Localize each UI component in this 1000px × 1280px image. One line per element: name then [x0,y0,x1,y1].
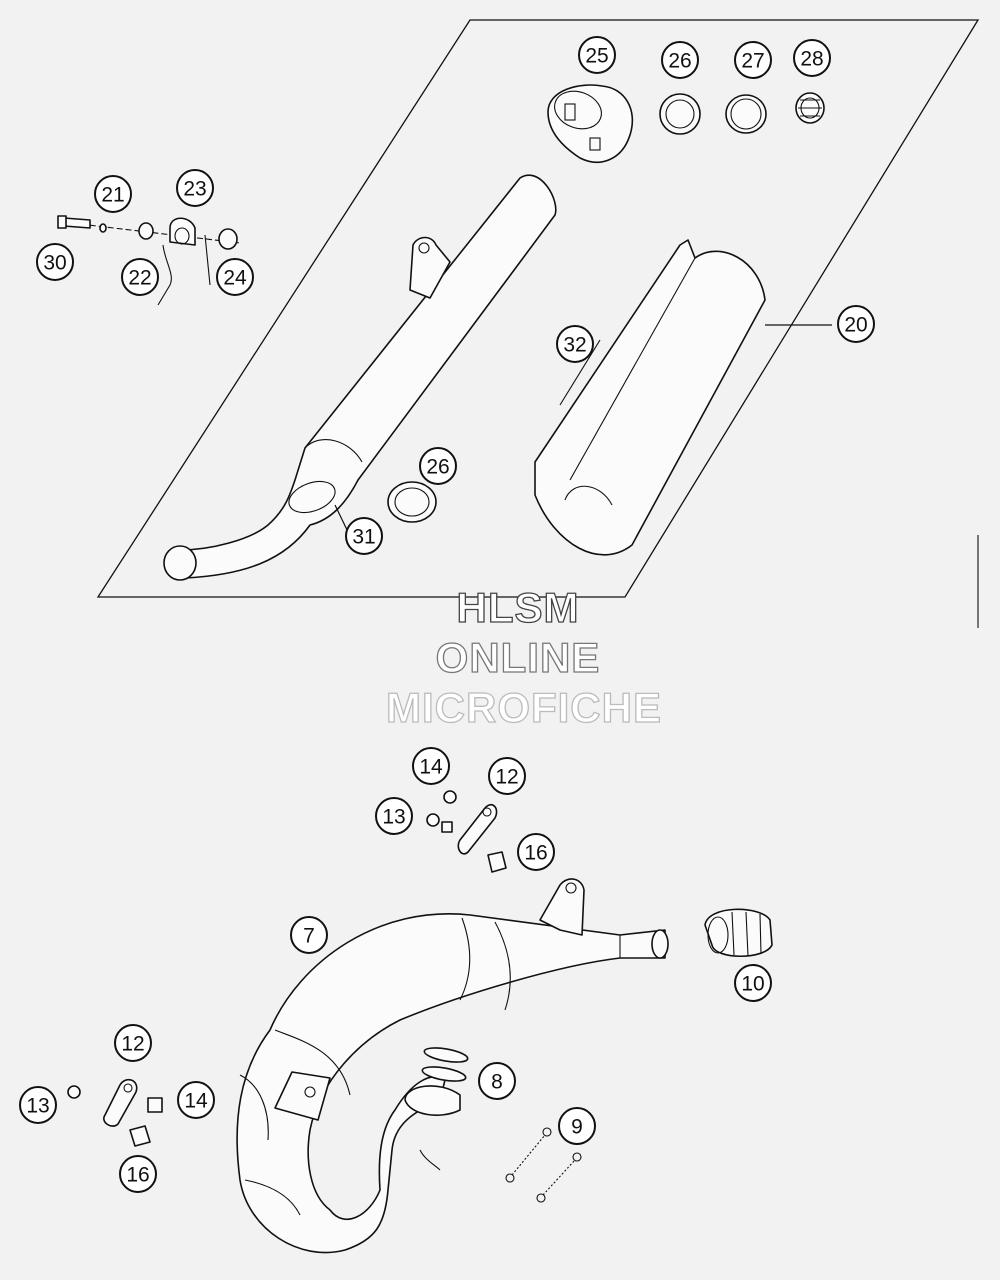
callout-label: 21 [101,184,124,207]
callout-label: 22 [128,267,151,290]
callout-13-lower[interactable]: 13 [19,1086,57,1124]
callout-26-top[interactable]: 26 [661,41,699,79]
callout-21[interactable]: 21 [94,175,132,213]
callout-25[interactable]: 25 [578,36,616,74]
silencer-part-31[interactable] [163,174,557,581]
callout-label: 32 [563,334,586,357]
callout-label: 13 [382,806,405,829]
callout-label: 26 [426,456,449,479]
rubber-sleeve-part-10[interactable] [704,908,773,958]
watermark-line-3: MICROFICHE [386,684,662,731]
silencer-sleeve-part-32[interactable] [534,239,766,556]
ring-part-26-top[interactable] [659,93,701,135]
callout-32[interactable]: 32 [556,325,594,363]
ring-part-26-lower[interactable] [387,481,437,523]
ring-part-27[interactable] [725,94,767,134]
callout-31[interactable]: 31 [345,517,383,555]
callout-22[interactable]: 22 [121,258,159,296]
bracket-hardware-upper [426,790,507,873]
callout-label: 31 [352,526,375,549]
callout-label: 12 [121,1033,144,1056]
callout-7[interactable]: 7 [290,916,328,954]
callout-12-lower[interactable]: 12 [114,1024,152,1062]
o-ring-part-8[interactable] [421,1045,469,1083]
callout-label: 14 [419,756,443,779]
callout-label: 12 [495,766,518,789]
callout-20[interactable]: 20 [837,305,875,343]
callout-16-upper[interactable]: 16 [517,833,555,871]
bracket-hardware-lower [67,1078,163,1147]
callout-10[interactable]: 10 [734,964,772,1002]
callout-label: 25 [585,45,608,68]
end-cap-part-25[interactable] [547,84,634,163]
callout-label: 8 [491,1071,503,1094]
callout-12-upper[interactable]: 12 [488,757,526,795]
callout-label: 23 [183,178,206,201]
callout-27[interactable]: 27 [734,41,772,79]
callout-23[interactable]: 23 [176,169,214,207]
callout-14-lower[interactable]: 14 [177,1081,215,1119]
callout-label: 7 [303,925,315,948]
mounting-hardware-group [57,215,241,306]
watermark-line-1: HLSM [457,584,580,631]
callout-24[interactable]: 24 [216,258,254,296]
callout-label: 13 [26,1095,49,1118]
callout-label: 30 [43,252,66,275]
watermark: HLSM ONLINE MICROFICHE [385,583,662,731]
callout-28[interactable]: 28 [793,39,831,77]
callout-label: 16 [126,1164,149,1187]
threaded-ring-part-28[interactable] [795,92,825,124]
spring-part-9[interactable] [505,1127,582,1203]
callout-label: 24 [223,267,247,290]
callout-label: 9 [571,1116,583,1139]
callout-label: 10 [741,973,764,996]
silencer-assembly-frame [96,19,980,628]
callout-30[interactable]: 30 [36,243,74,281]
callout-26-lower[interactable]: 26 [419,447,457,485]
callout-14-upper[interactable]: 14 [412,747,450,785]
callout-label: 28 [800,48,823,71]
callout-label: 27 [741,50,764,73]
callout-label: 14 [184,1090,208,1113]
callout-label: 20 [844,314,867,337]
callout-13-upper[interactable]: 13 [375,797,413,835]
watermark-line-2: ONLINE [436,634,601,681]
callout-8[interactable]: 8 [478,1062,516,1100]
callout-16-lower[interactable]: 16 [119,1155,157,1193]
callout-label: 16 [524,842,547,865]
callout-label: 26 [668,50,691,73]
callout-9[interactable]: 9 [558,1107,596,1145]
